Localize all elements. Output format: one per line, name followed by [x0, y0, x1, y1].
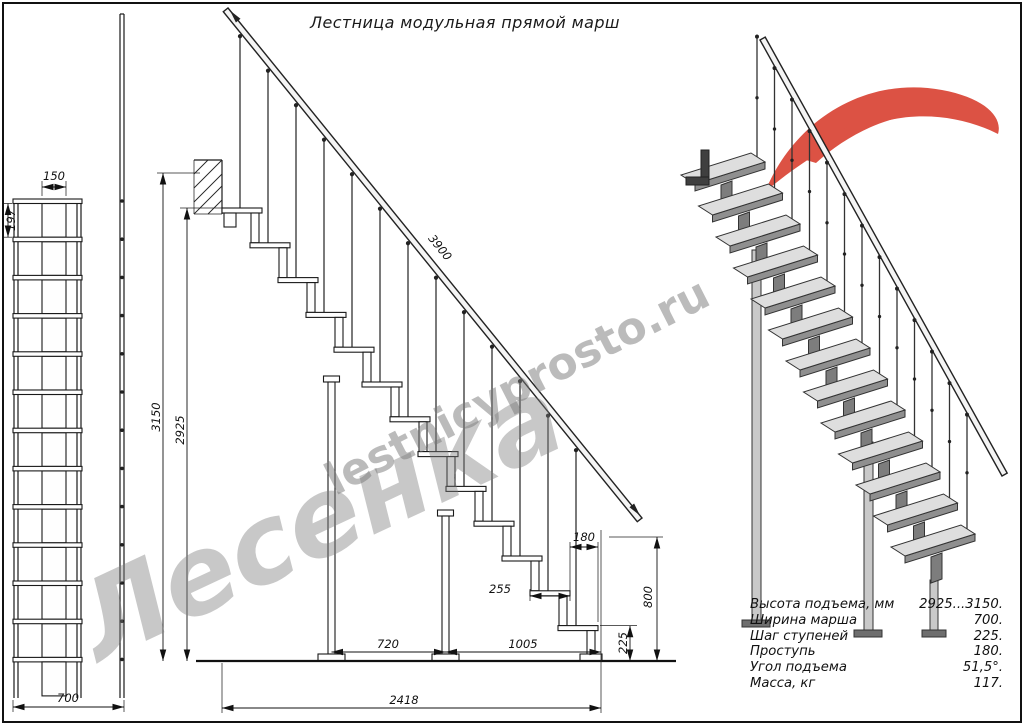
spec-value: 2925...3150. [919, 597, 1003, 612]
wall-mount-bracket [685, 149, 710, 186]
front-view: 150 197 700 [4, 13, 125, 712]
side-view: 3900 3150 2925 [149, 7, 676, 713]
logo-swoosh [765, 87, 999, 192]
spec-value: 51,5°. [962, 660, 1003, 676]
spec-row: Ширина марша 700. [750, 613, 1003, 629]
dim-bottom-rise: 225 [616, 632, 630, 654]
wall-hatch [193, 159, 223, 215]
spec-row: Угол подъема 51,5°. [750, 660, 1003, 676]
iso-view [679, 34, 1009, 638]
dim-column-width: 150 [43, 169, 65, 183]
spec-value: 117. [973, 675, 1003, 691]
dim-post-span: 720 [377, 637, 399, 651]
dim-end-span: 1005 [508, 637, 537, 651]
dim-module-length: 255 [489, 582, 511, 596]
spec-label: Высота подъема, мм [750, 597, 895, 612]
spec-table: Высота подъема, мм 2925...3150. Ширина м… [750, 597, 1003, 692]
handrail-iso [759, 36, 1009, 477]
wall-bracket [223, 212, 237, 228]
drawing-title: Лестница модульная прямой марш [310, 13, 620, 32]
spec-label: Проступь [750, 644, 816, 660]
dim-step-pitch: 197 [4, 208, 18, 231]
support-posts-iso [741, 249, 947, 638]
spec-row: Проступь 180. [750, 644, 1003, 660]
spec-label: Масса, кг [750, 675, 816, 691]
spec-row: Масса, кг 117. [750, 676, 1003, 692]
dim-clear-height: 2925 [173, 415, 187, 444]
dim-total-height: 3150 [149, 402, 163, 431]
dim-flight-width: 700 [57, 691, 79, 705]
spec-value: 225. [973, 628, 1003, 644]
spec-label: Ширина марша [750, 612, 858, 628]
spec-value: 180. [973, 644, 1003, 660]
spec-value: 700. [973, 612, 1003, 628]
spec-row: Высота подъема, мм 2925...3150. [750, 597, 1003, 613]
dim-total-run: 2418 [389, 693, 418, 707]
spec-row: Шаг ступеней 225. [750, 629, 1003, 645]
dim-rail-end-height: 800 [641, 586, 655, 608]
spec-label: Угол подъема [750, 660, 847, 676]
handrail-side [222, 7, 643, 523]
spec-label: Шаг ступеней [750, 628, 849, 644]
dim-going: 180 [573, 530, 595, 544]
